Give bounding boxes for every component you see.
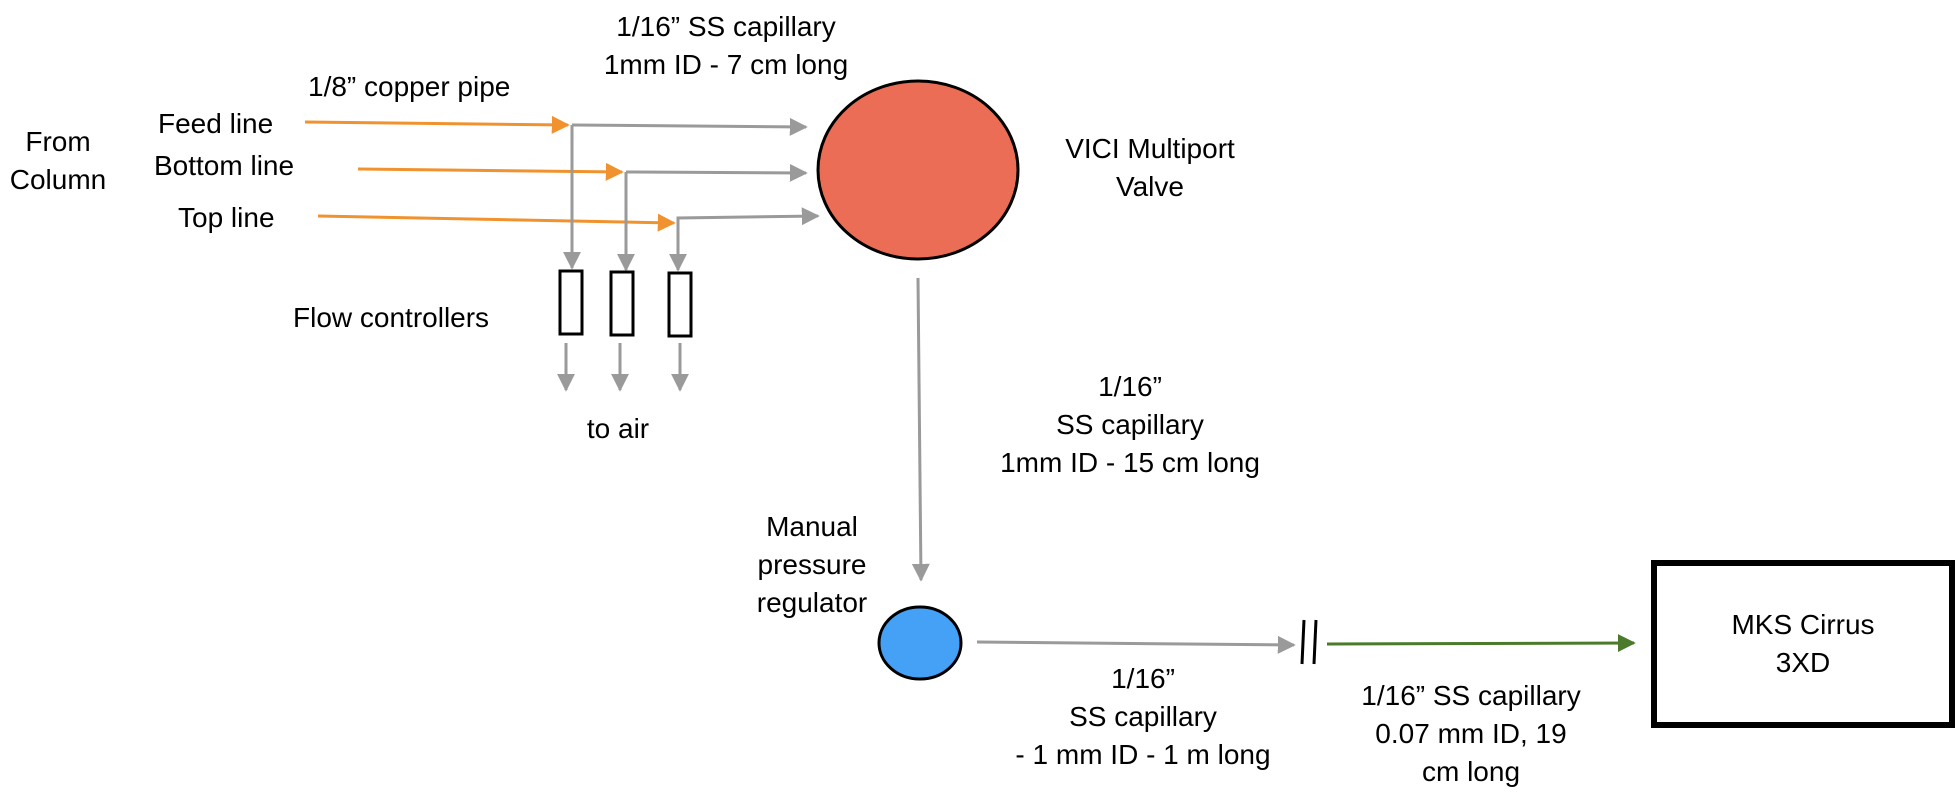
flow-controller-1 bbox=[558, 269, 584, 336]
mks-cirrus-analyzer bbox=[1651, 560, 1955, 728]
capillary-bottom-label: 1/16”SS capillary- 1 mm ID - 1 m long bbox=[1015, 663, 1271, 770]
flow-controllers-label: Flow controllers bbox=[293, 302, 490, 333]
top-capillary bbox=[676, 207, 820, 232]
break-mark-1 bbox=[1300, 619, 1306, 665]
bottom-capillary-line bbox=[976, 635, 1296, 654]
pressure-regulator bbox=[877, 605, 963, 681]
feed-line-pipe bbox=[304, 115, 570, 134]
fine-capillary-line bbox=[1326, 634, 1636, 653]
flow-controller-3 bbox=[667, 271, 693, 338]
bottom-capillary bbox=[625, 163, 808, 182]
top-line-pipe bbox=[317, 213, 676, 232]
mid-capillary bbox=[911, 277, 930, 582]
copper-pipe-label: 1/8” copper pipe bbox=[308, 71, 511, 102]
bottom-line-label: Bottom line bbox=[154, 150, 295, 181]
feed-line-label: Feed line bbox=[158, 108, 274, 139]
to-air-label: to air bbox=[586, 413, 650, 444]
vici-multiport-valve bbox=[816, 79, 1020, 261]
top-line-label: Top line bbox=[178, 202, 275, 233]
bottom-line-pipe bbox=[357, 162, 624, 181]
break-mark-2 bbox=[1312, 619, 1318, 665]
feed-capillary bbox=[571, 117, 808, 136]
flow-controller-2 bbox=[609, 270, 635, 337]
